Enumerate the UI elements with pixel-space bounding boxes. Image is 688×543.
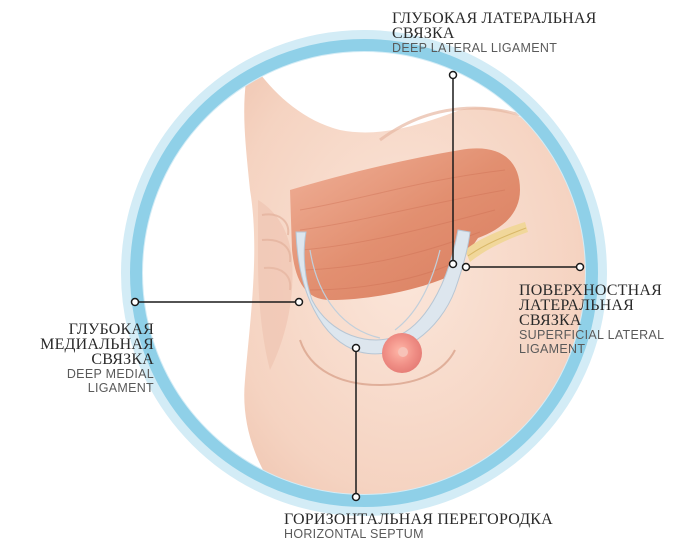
label-deep-medial-ligament: ГЛУБОКАЯ МЕДИАЛЬНАЯ СВЯЗКА DEEP MEDIAL L… — [14, 322, 154, 395]
marker-dot — [353, 494, 360, 501]
label-en-line: LIGAMENT — [519, 342, 664, 356]
label-deep-lateral-ligament: ГЛУБОКАЯ ЛАТЕРАЛЬНАЯ СВЯЗКА DEEP LATERAL… — [392, 11, 597, 55]
marker-dot — [296, 299, 303, 306]
label-ru-line: ГОРИЗОНТАЛЬНАЯ ПЕРЕГОРОДКА — [284, 512, 553, 527]
marker-dot — [577, 264, 584, 271]
label-superficial-lateral-ligament: ПОВЕРХНОСТНАЯ ЛАТЕРАЛЬНАЯ СВЯЗКА SUPERFI… — [519, 283, 664, 356]
label-en-line: DEEP LATERAL LIGAMENT — [392, 41, 597, 55]
label-en-line: LIGAMENT — [14, 381, 154, 395]
marker-dot — [132, 299, 139, 306]
label-ru-line: СВЯЗКА — [392, 26, 597, 41]
marker-dot — [463, 264, 470, 271]
label-ru-line: МЕДИАЛЬНАЯ — [14, 337, 154, 352]
label-en-line: DEEP MEDIAL — [14, 367, 154, 381]
label-ru-line: ЛАТЕРАЛЬНАЯ — [519, 298, 664, 313]
label-ru-line: ГЛУБОКАЯ ЛАТЕРАЛЬНАЯ — [392, 11, 597, 26]
label-ru-line: СВЯЗКА — [519, 313, 664, 328]
label-ru-line: СВЯЗКА — [14, 352, 154, 367]
label-en-line: HORIZONTAL SEPTUM — [284, 527, 553, 541]
marker-dot — [450, 72, 457, 79]
label-ru-line: ПОВЕРХНОСТНАЯ — [519, 283, 664, 298]
label-horizontal-septum: ГОРИЗОНТАЛЬНАЯ ПЕРЕГОРОДКА HORIZONTAL SE… — [284, 512, 553, 541]
label-en-line: SUPERFICIAL LATERAL — [519, 328, 664, 342]
marker-dot — [450, 261, 457, 268]
nipple — [398, 347, 408, 357]
marker-dot — [353, 345, 360, 352]
label-ru-line: ГЛУБОКАЯ — [14, 322, 154, 337]
